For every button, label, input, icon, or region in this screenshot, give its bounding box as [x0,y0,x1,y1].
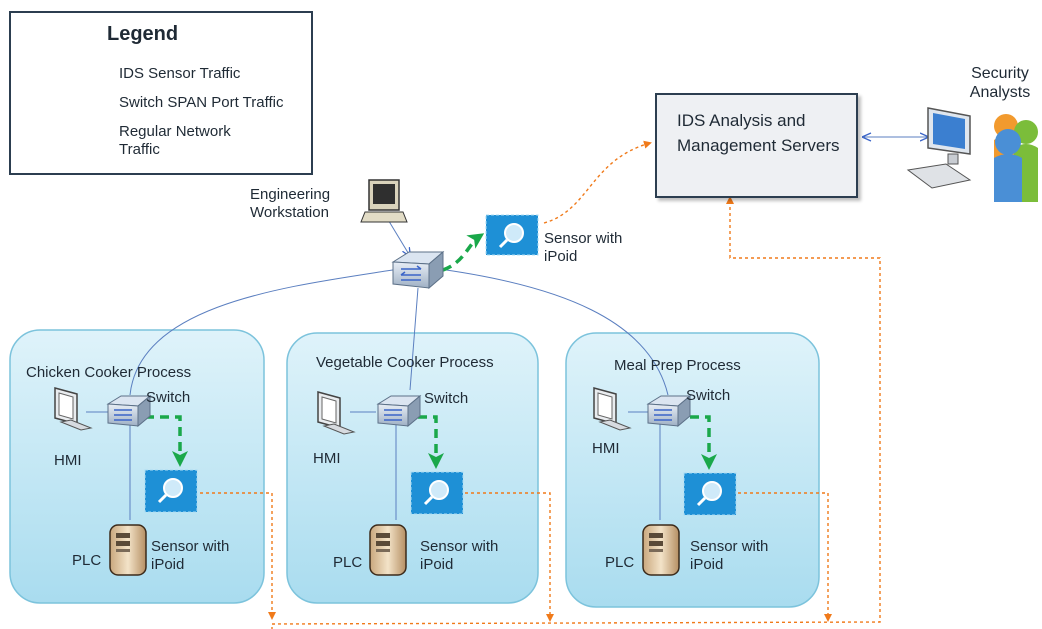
legend: Legend IDS Sensor Traffic Switch SPAN Po… [9,11,313,175]
top-sensor-label: Sensor with iPoid [544,230,623,265]
switch-label-vegetable: Switch [424,390,469,407]
engineering-workstation-label: Engineering Workstation [250,186,331,221]
plc-icon-mealprep [642,524,680,576]
ids-analysis-servers-label: IDS Analysis and Management Servers [677,111,840,155]
zone-vegetable-cooker [286,332,539,604]
zone-title-chicken: Chicken Cooker Process [26,364,192,381]
legend-switch-span-traffic: Switch SPAN Port Traffic [119,94,284,111]
sensor-label-vegetable: Sensor with iPoid [420,538,499,573]
zone-title-vegetable: Vegetable Cooker Process [316,354,494,371]
hmi-monitor-icon-vegetable [317,391,356,435]
plc-icon-chicken [109,524,147,576]
hmi-label-mealprep: HMI [592,440,620,457]
zone-title-mealprep: Meal Prep Process [614,357,741,374]
switch-label-chicken: Switch [146,389,191,406]
zone-meal-prep [565,332,820,608]
engineering-workstation-icon [360,179,408,223]
main-switch-icon [391,250,445,290]
legend-regular-traffic: Regular Network Traffic [119,123,231,158]
sensor-label-chicken: Sensor with iPoid [151,538,230,573]
analyst-computer-icon [906,107,972,189]
switch-icon-chicken [106,394,152,428]
sensor-label-mealprep: Sensor with iPoid [690,538,769,573]
hmi-monitor-icon-mealprep [593,387,632,431]
hmi-label-chicken: HMI [54,452,82,469]
switch-icon-vegetable [376,394,422,428]
span-port-links [145,233,717,470]
legend-title: Legend [107,23,179,45]
sensor-icon-top [485,214,539,256]
switch-icon-mealprep [646,394,692,428]
plc-label-mealprep: PLC [605,554,635,571]
plc-icon-vegetable [369,524,407,576]
sensor-icon-vegetable [410,471,464,515]
legend-ids-sensor-traffic: IDS Sensor Traffic [119,65,241,82]
security-analysts-people-icon [994,114,1038,202]
switch-label-mealprep: Switch [686,387,731,404]
security-analysts-label: Security Analysts [969,65,1031,102]
hmi-monitor-icon-chicken [54,387,93,431]
ids-sensor-links [200,140,881,629]
sensor-icon-mealprep [683,472,737,516]
sensor-icon-chicken [144,469,198,513]
ids-analysis-servers-box: IDS Analysis and Management Servers [655,93,858,198]
hmi-label-vegetable: HMI [313,450,341,467]
regular-network-links [86,137,928,520]
plc-label-chicken: PLC [72,552,102,569]
plc-label-vegetable: PLC [333,554,363,571]
